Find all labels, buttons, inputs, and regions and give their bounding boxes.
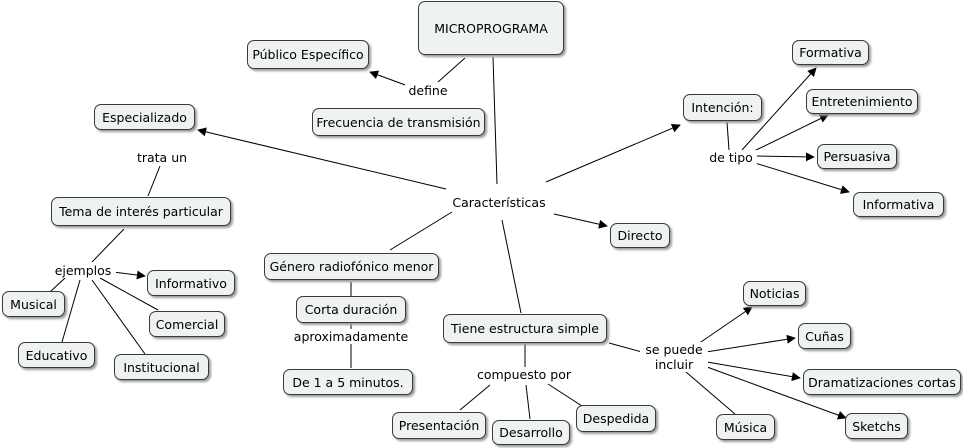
link-detipo-informativa — [754, 162, 850, 194]
link-tema-ejemplos — [91, 228, 125, 263]
node-de-1-a-5-minutos[interactable]: De 1 a 5 minutos. — [283, 369, 413, 395]
node-corta-duracion[interactable]: Corta duración — [296, 296, 406, 323]
link-label-compuesto-por: compuesto por — [474, 367, 574, 382]
link-ejemplos-institucional — [91, 279, 146, 355]
link-label-incluir: incluir — [654, 357, 694, 372]
node-dramatizaciones-cortas[interactable]: Dramatizaciones cortas — [803, 369, 961, 395]
node-persuasiva[interactable]: Persuasiva — [817, 144, 897, 169]
node-cunas[interactable]: Cuñas — [798, 323, 851, 349]
node-especializado[interactable]: Especializado — [94, 104, 195, 130]
node-desarrollo[interactable]: Desarrollo — [492, 420, 570, 445]
node-presentacion[interactable]: Presentación — [392, 412, 486, 439]
node-educativo[interactable]: Educativo — [18, 342, 95, 368]
node-directo[interactable]: Directo — [610, 223, 670, 248]
link-sepuede-cunas — [705, 334, 796, 353]
link-caract-directo — [553, 213, 608, 229]
link-compuesto-despedida — [547, 383, 583, 407]
node-entretenimiento[interactable]: Entretenimiento — [806, 89, 918, 114]
node-tema-interes[interactable]: Tema de interés particular — [51, 197, 231, 226]
node-comercial[interactable]: Comercial — [149, 311, 225, 337]
link-sepuede-noticias — [697, 306, 753, 345]
link-label-ejemplos: ejemplos — [50, 263, 116, 278]
link-intencion-detipo — [726, 121, 730, 151]
node-noticias[interactable]: Noticias — [743, 281, 806, 306]
link-detipo-formativa — [741, 67, 817, 151]
link-caract-intencion — [545, 124, 681, 183]
link-detipo-persuasiva — [754, 152, 815, 162]
link-compuesto-desarrollo — [525, 384, 531, 420]
node-microprograma[interactable]: MICROPROGRAMA — [418, 1, 564, 55]
node-publico-especifico[interactable]: Público Específico — [247, 40, 369, 69]
node-estructura-simple[interactable]: Tiene estructura simple — [443, 314, 607, 343]
concept-caracteristicas: Características — [447, 195, 551, 210]
link-label-aproximadamente: aproximadamente — [288, 329, 414, 344]
link-tema-tratun — [147, 165, 161, 197]
link-micro-caracteristicas — [492, 56, 498, 185]
link-ejemplos-comercial — [99, 277, 159, 311]
link-label-trata-un: trata un — [132, 150, 192, 165]
link-sepuede-dramatizaciones — [706, 361, 801, 382]
link-frecuencia-define — [437, 57, 466, 83]
link-label-define: define — [405, 83, 451, 98]
link-define-publico — [369, 70, 409, 87]
link-caract-estructura — [501, 219, 522, 314]
link-label-se-puede-incluir: se puede incluir — [640, 342, 708, 372]
link-caract-tratun — [197, 127, 447, 190]
node-informativa[interactable]: Informativa — [853, 192, 944, 217]
node-institucional[interactable]: Institucional — [114, 354, 209, 380]
link-compuesto-presentacion — [459, 384, 491, 411]
link-detipo-entretenimiento — [751, 114, 829, 153]
node-formativa[interactable]: Formativa — [792, 40, 869, 65]
node-frecuencia-transmision[interactable]: Frecuencia de transmisión — [312, 108, 485, 136]
link-ejemplos-informativo — [112, 270, 146, 280]
node-despedida[interactable]: Despedida — [576, 405, 656, 432]
link-ejemplos-musical — [49, 276, 67, 293]
link-label-se-puede: se puede — [645, 342, 703, 357]
link-label-de-tipo: de tipo — [705, 150, 757, 165]
link-caract-genero — [389, 211, 453, 251]
link-estructura-sepuede — [608, 342, 643, 353]
node-intencion[interactable]: Intención: — [683, 94, 762, 121]
node-sketchs[interactable]: Sketchs — [845, 413, 908, 439]
node-informativo[interactable]: Informativo — [147, 270, 235, 296]
node-musical[interactable]: Musical — [2, 291, 65, 317]
link-sepuede-sketchs — [706, 366, 847, 420]
node-genero-radiofonico[interactable]: Género radiofónico menor — [264, 253, 439, 280]
link-sepuede-musica — [685, 371, 736, 415]
link-ejemplos-educativo — [61, 279, 81, 343]
node-musica[interactable]: Música — [716, 414, 775, 440]
